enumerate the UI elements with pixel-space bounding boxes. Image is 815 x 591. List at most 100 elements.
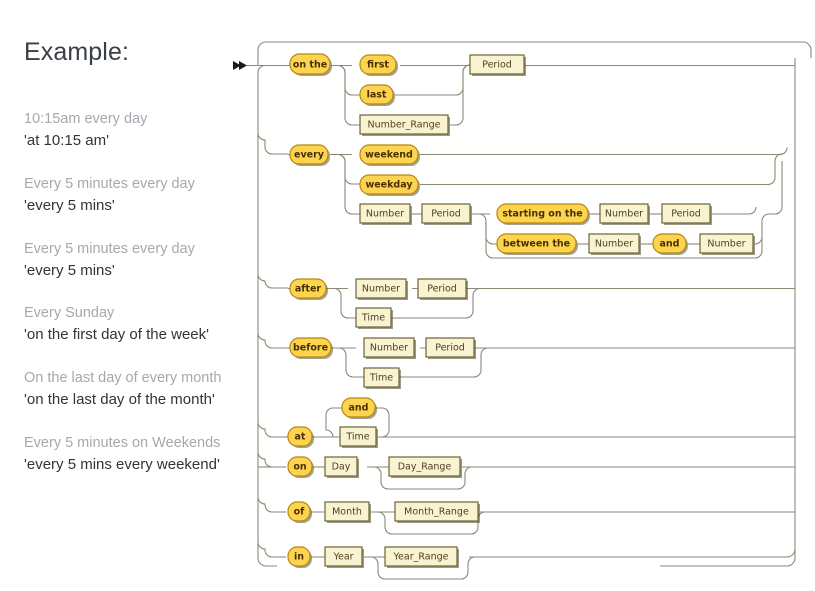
example-expression: 'on the last day of the month' (24, 391, 215, 409)
node-label: Number (370, 342, 408, 353)
example-description: Every 5 minutes on Weekends (24, 434, 221, 451)
node-in[interactable]: in (287, 546, 312, 568)
node-label: and (349, 402, 369, 413)
node-label: Month_Range (404, 506, 469, 517)
node-label: between the (503, 238, 570, 249)
node-of[interactable]: of (287, 501, 312, 523)
example-item: 10:15am every day 'at 10:15 am' (24, 109, 254, 152)
node-label: on (293, 461, 307, 472)
node-label: Number (595, 238, 633, 249)
example-description: Every 5 minutes every day (24, 240, 195, 257)
node-label: Number (362, 283, 400, 294)
node-and[interactable]: and (341, 397, 377, 419)
node-label: Period (431, 208, 461, 219)
node-label: Number (366, 208, 404, 219)
example-expression: 'on the first day of the week' (24, 326, 209, 344)
example-expression: 'every 5 mins' (24, 261, 115, 279)
node-time[interactable]: Time (339, 426, 378, 448)
example-description: Every 5 minutes every day (24, 175, 195, 192)
node-label: Period (482, 59, 512, 70)
node-on-the[interactable]: on the (289, 53, 332, 76)
node-label: and (660, 238, 680, 249)
node-first[interactable]: first (359, 54, 398, 76)
node-label: of (294, 506, 306, 517)
node-number[interactable]: Number (599, 203, 650, 225)
node-weekday[interactable]: weekday (359, 174, 420, 196)
node-label: Month (332, 506, 362, 517)
example-item: On the last day of every month 'on the l… (24, 368, 254, 411)
example-expression: 'every 5 mins' (24, 196, 115, 214)
node-day-range[interactable]: Day_Range (388, 456, 462, 478)
node-number[interactable]: Number (363, 337, 416, 359)
node-label: Period (435, 342, 465, 353)
example-item: Every 5 minutes on Weekends 'every 5 min… (24, 433, 254, 476)
node-label: Day_Range (398, 461, 452, 472)
node-last[interactable]: last (359, 84, 395, 106)
node-label: Time (361, 312, 385, 323)
node-number[interactable]: Number (359, 203, 412, 225)
node-label: Number (707, 238, 745, 249)
node-period[interactable]: Period (417, 278, 468, 300)
branch-on: on Day Day_Range (257, 456, 795, 513)
node-label: Number_Range (367, 119, 440, 130)
node-time[interactable]: Time (355, 307, 393, 329)
branch-at: and at Time (257, 397, 795, 468)
node-every[interactable]: every (289, 144, 330, 166)
node-label: first (367, 59, 389, 70)
node-month-range[interactable]: Month_Range (394, 501, 480, 523)
node-between-the[interactable]: between the (496, 233, 578, 255)
node-number[interactable]: Number (588, 233, 641, 255)
example-item: Every 5 minutes every day 'every 5 mins' (24, 239, 254, 282)
branch-before: before Number Period Time (257, 337, 795, 438)
node-day[interactable]: Day (324, 456, 359, 478)
examples-panel: Example: 10:15am every day 'at 10:15 am'… (24, 40, 254, 498)
node-and[interactable]: and (652, 233, 688, 255)
node-number-range[interactable]: Number_Range (359, 114, 450, 136)
example-expression: 'at 10:15 am' (24, 132, 109, 150)
node-year[interactable]: Year (324, 546, 364, 568)
node-month[interactable]: Month (324, 501, 371, 523)
node-label: Year_Range (393, 551, 449, 562)
node-number[interactable]: Number (699, 233, 755, 255)
node-label: Day (332, 461, 351, 472)
example-item: Every 5 minutes every day 'every 5 mins' (24, 174, 254, 217)
example-expression: 'every 5 mins every weekend' (24, 455, 220, 473)
branch-of: of Month Month_Range (257, 501, 795, 558)
node-period[interactable]: Period (469, 54, 526, 76)
branch-in: in Year Year_Range (283, 546, 796, 580)
node-label: after (295, 283, 322, 294)
node-time[interactable]: Time (363, 367, 401, 389)
branch-after: after Number Period Time (257, 278, 795, 349)
branch-every: every weekend weekday Number (257, 144, 788, 289)
node-label: starting on the (502, 208, 582, 219)
node-label: in (294, 551, 304, 562)
node-after[interactable]: after (289, 278, 328, 300)
example-description: Every Sunday (24, 305, 115, 322)
node-label: Number (605, 208, 643, 219)
node-label: Period (671, 208, 701, 219)
node-before[interactable]: before (289, 337, 333, 359)
node-weekend[interactable]: weekend (359, 144, 420, 166)
node-year-range[interactable]: Year_Range (384, 546, 459, 568)
node-label: last (367, 89, 387, 100)
node-label: on the (293, 59, 327, 70)
node-number[interactable]: Number (355, 278, 408, 300)
node-period[interactable]: Period (661, 203, 712, 225)
node-label: weekend (365, 149, 413, 160)
example-description: 10:15am every day (24, 111, 148, 127)
node-label: weekday (365, 179, 413, 190)
page-title: Example: (24, 38, 130, 66)
branch-on-the: on the first last Number_Range (257, 53, 795, 155)
node-at[interactable]: at (287, 426, 314, 448)
node-on[interactable]: on (287, 456, 314, 478)
node-period[interactable]: Period (421, 203, 472, 225)
node-period[interactable]: Period (425, 337, 476, 359)
node-label: Year (332, 551, 353, 562)
node-label: at (295, 431, 306, 442)
node-label: Time (369, 372, 393, 383)
diagram-rails (257, 41, 812, 567)
node-starting-on-the[interactable]: starting on the (496, 203, 590, 225)
example-item: Every Sunday 'on the first day of the we… (24, 303, 254, 346)
